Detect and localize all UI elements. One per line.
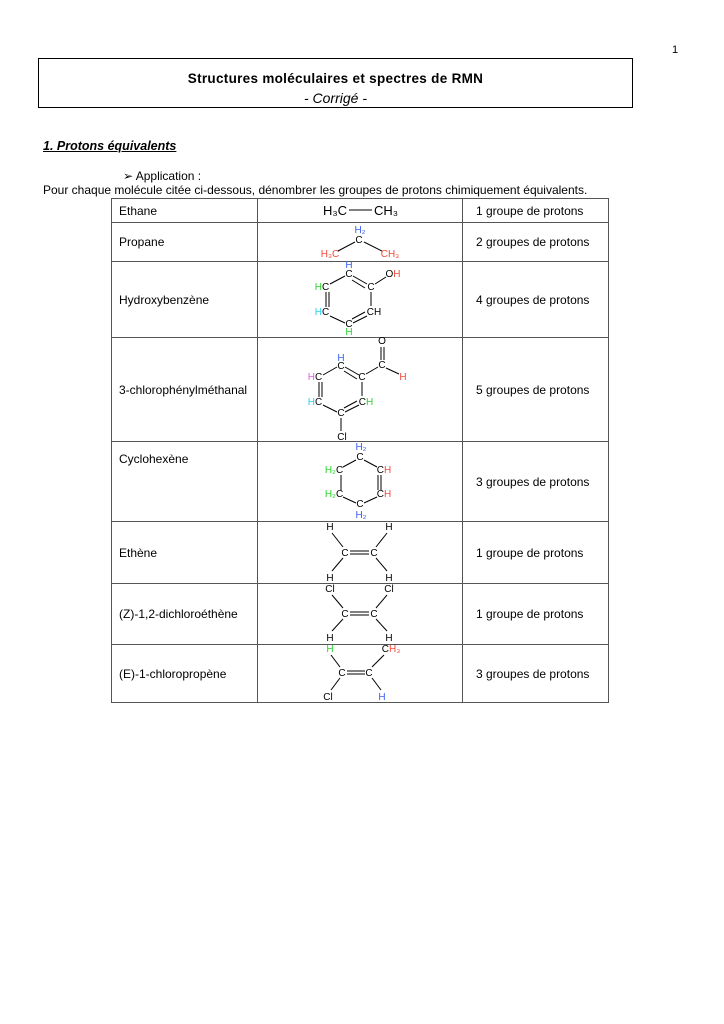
instruction-text: Pour chaque molécule citée ci-dessous, d… xyxy=(43,183,588,197)
molecule-name: Ethène xyxy=(111,521,258,584)
proton-groups: 4 groupes de protons xyxy=(462,261,609,338)
table-row: Cyclohexène 3 groupes de protons xyxy=(111,441,609,522)
proton-groups: 3 groupes de protons xyxy=(462,441,609,522)
document-title: Structures moléculaires et spectres de R… xyxy=(187,71,484,86)
document-subtitle: - Corrigé - xyxy=(303,90,367,106)
proton-groups: 5 groupes de protons xyxy=(462,337,609,442)
table-row: (Z)-1,2-dichloroéthène 1 groupe de proton… xyxy=(111,583,609,645)
proton-groups: 2 groupes de protons xyxy=(462,222,609,262)
molecules-table: Ethane 1 groupe de protons Propane 2 group… xyxy=(111,198,609,703)
proton-groups: 1 groupe de protons xyxy=(462,583,609,645)
application-label: ➢ Application : xyxy=(123,169,202,183)
table-row: (E)-1-chloropropène 3 groupes de protons xyxy=(111,644,609,703)
table-row: Propane 2 groupes de protons xyxy=(111,222,609,262)
proton-groups: 3 groupes de protons xyxy=(462,644,609,703)
title-box: Structures moléculaires et spectres de R… xyxy=(38,58,633,108)
molecule-name: 3-chlorophénylméthanal xyxy=(111,337,258,442)
molecule-name: Hydroxybenzène xyxy=(111,261,258,338)
section-heading: 1. Protons équivalents xyxy=(43,139,177,153)
table-row: 3-chlorophénylméthanal 5 groupes de proto… xyxy=(111,337,609,442)
proton-groups: 1 groupe de protons xyxy=(462,198,609,223)
table-row: Hydroxybenzène 4 groupes de protons xyxy=(111,261,609,338)
molecule-name: (Z)-1,2-dichloroéthène xyxy=(111,583,258,645)
table-row: Ethane 1 groupe de protons xyxy=(111,198,609,223)
proton-groups: 1 groupe de protons xyxy=(462,521,609,584)
molecule-name: Propane xyxy=(111,222,258,262)
page-number: 1 xyxy=(672,44,679,56)
table-row: Ethène 1 groupe de protons xyxy=(111,521,609,584)
molecule-name: (E)-1-chloropropène xyxy=(111,644,258,703)
molecule-name: Cyclohexène xyxy=(111,441,258,522)
molecule-name: Ethane xyxy=(111,198,258,223)
